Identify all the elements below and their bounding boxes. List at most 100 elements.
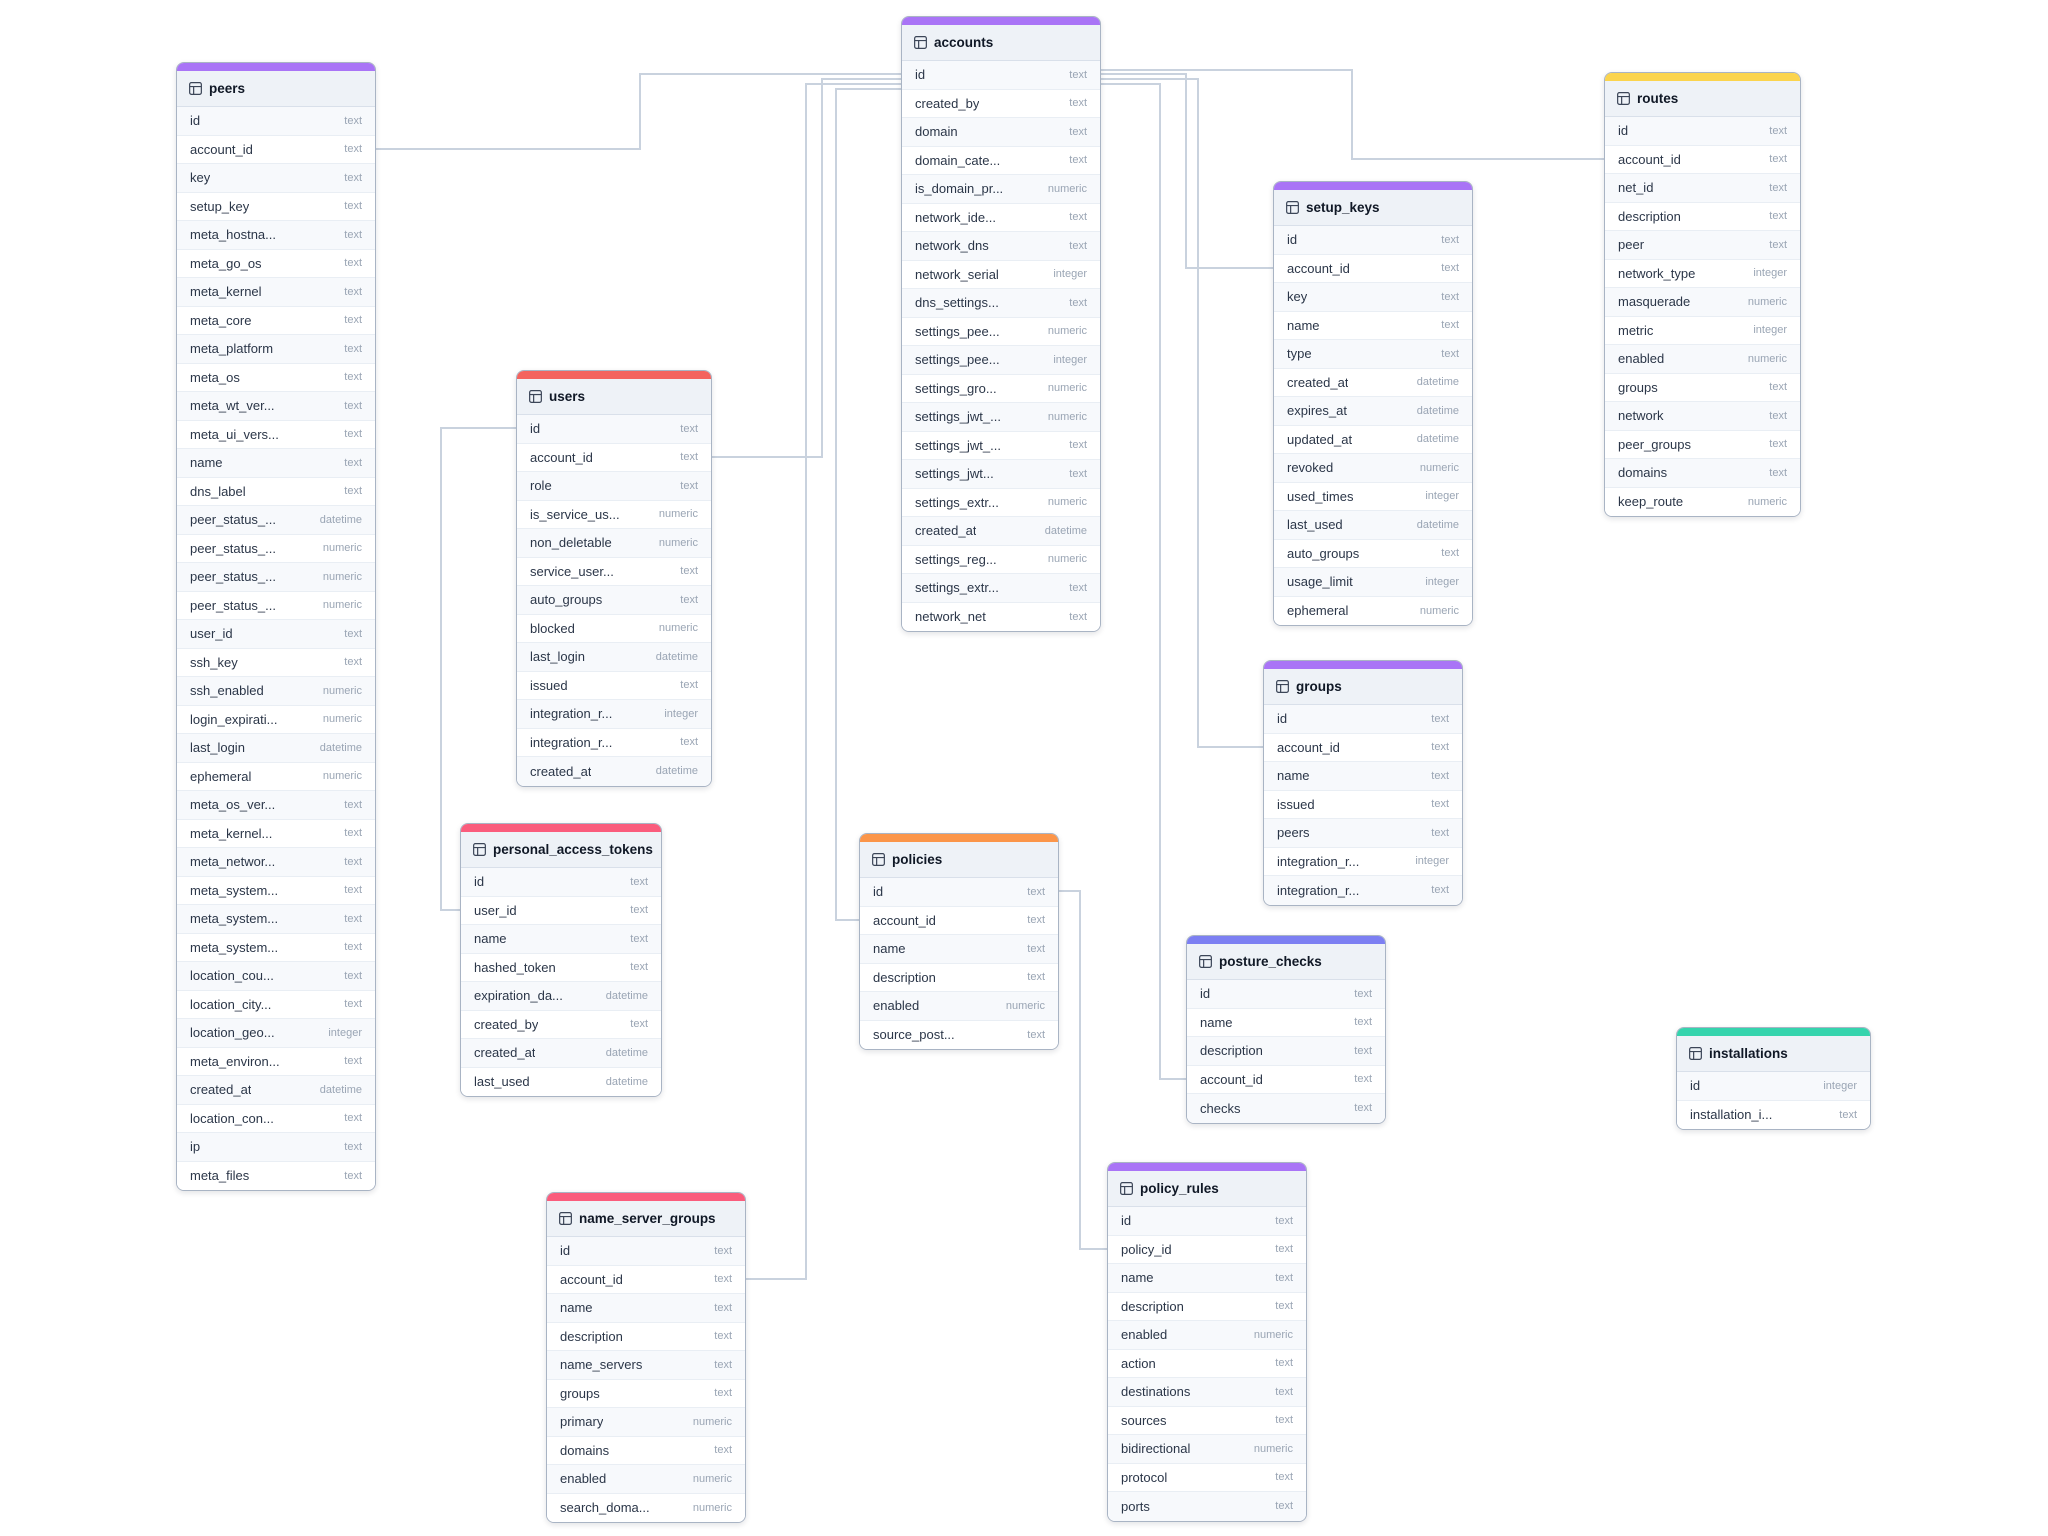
field-row[interactable]: meta_wt_ver...text: [177, 392, 375, 421]
table-header[interactable]: peers: [177, 71, 375, 107]
table-header[interactable]: routes: [1605, 81, 1800, 117]
field-row[interactable]: domain_cate...text: [902, 146, 1100, 175]
field-row[interactable]: meta_os_ver...text: [177, 791, 375, 820]
field-row[interactable]: settings_jwt_...text: [902, 431, 1100, 460]
field-row[interactable]: meta_networ...text: [177, 848, 375, 877]
table-header[interactable]: setup_keys: [1274, 190, 1472, 226]
field-row[interactable]: settings_extr...numeric: [902, 488, 1100, 517]
table-header[interactable]: groups: [1264, 669, 1462, 705]
table-header[interactable]: installations: [1677, 1036, 1870, 1072]
field-row[interactable]: location_geo...integer: [177, 1019, 375, 1048]
field-row[interactable]: settings_pee...numeric: [902, 317, 1100, 346]
field-row[interactable]: service_user...text: [517, 557, 711, 586]
field-row[interactable]: integration_r...integer: [1264, 847, 1462, 876]
table-header[interactable]: policy_rules: [1108, 1171, 1306, 1207]
field-row[interactable]: source_post...text: [860, 1020, 1058, 1049]
field-row[interactable]: location_city...text: [177, 990, 375, 1019]
field-row[interactable]: meta_system...text: [177, 905, 375, 934]
field-row[interactable]: is_domain_pr...numeric: [902, 175, 1100, 204]
field-row[interactable]: peer_status_...numeric: [177, 563, 375, 592]
field-row[interactable]: meta_hostna...text: [177, 221, 375, 250]
field-row[interactable]: expiration_da...datetime: [461, 982, 661, 1011]
field-row[interactable]: location_con...text: [177, 1104, 375, 1133]
field-row[interactable]: meta_system...text: [177, 933, 375, 962]
field-row[interactable]: network_ide...text: [902, 203, 1100, 232]
table-header[interactable]: policies: [860, 842, 1058, 878]
table-header[interactable]: personal_access_tokens: [461, 832, 661, 868]
table-header[interactable]: name_server_groups: [547, 1201, 745, 1237]
field-row[interactable]: installation_i...text: [1677, 1100, 1870, 1129]
field-row[interactable]: dns_settings...text: [902, 289, 1100, 318]
field-row[interactable]: integration_r...text: [1264, 876, 1462, 905]
field-row[interactable]: settings_jwt...text: [902, 460, 1100, 489]
field-row[interactable]: settings_jwt_...numeric: [902, 403, 1100, 432]
